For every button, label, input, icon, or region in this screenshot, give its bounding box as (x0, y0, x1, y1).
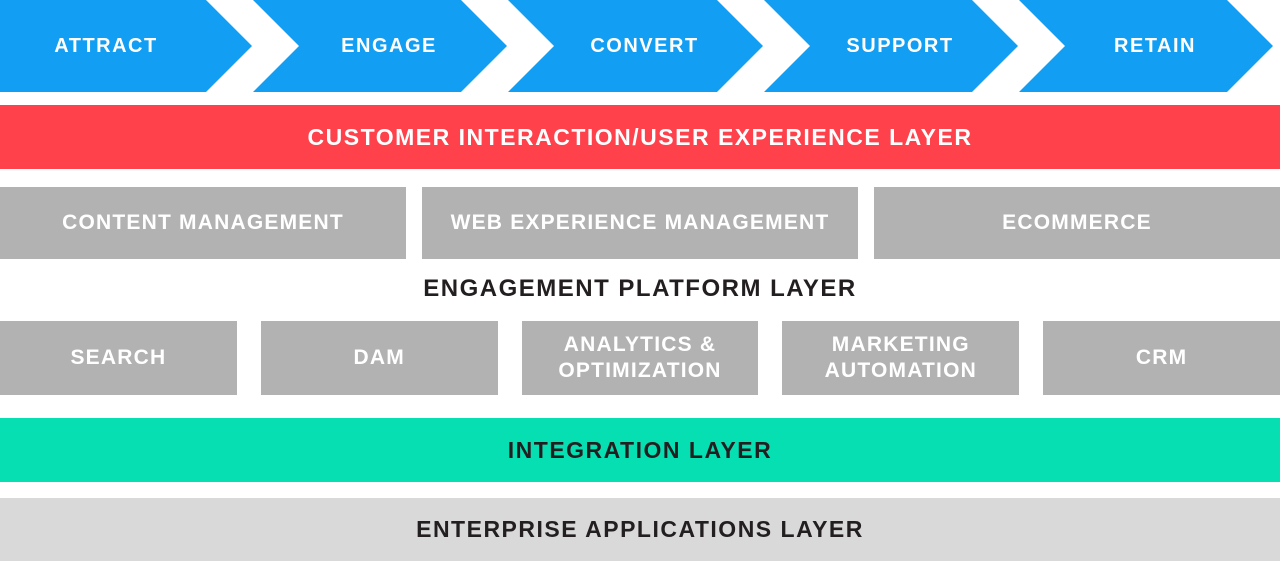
layer-integration: INTEGRATION LAYER (0, 418, 1280, 482)
layer-label: CUSTOMER INTERACTION/USER EXPERIENCE LAY… (307, 123, 973, 150)
layer-enterprise-applications: ENTERPRISE APPLICATIONS LAYER (0, 498, 1280, 561)
box-search: SEARCH (0, 321, 237, 395)
engagement-row-top: CONTENT MANAGEMENT WEB EXPERIENCE MANAGE… (0, 187, 1280, 259)
box-label: MARKETING AUTOMATION (824, 332, 977, 382)
box-label: SEARCH (70, 345, 167, 369)
box-marketing-automation: MARKETING AUTOMATION (782, 321, 1020, 395)
box-ecommerce: ECOMMERCE (874, 187, 1280, 259)
funnel-stage-label: ENGAGE (341, 34, 437, 57)
funnel-stage-support: SUPPORT (764, 0, 1018, 92)
funnel-stage-label: SUPPORT (846, 34, 954, 57)
box-content-management: CONTENT MANAGEMENT (0, 187, 406, 259)
funnel-stage-label: ATTRACT (54, 34, 158, 57)
box-label: CRM (1135, 345, 1188, 369)
box-web-experience-management: WEB EXPERIENCE MANAGEMENT (422, 187, 858, 259)
funnel-band: ATTRACT ENGAGE CONVERT SUPPORT RETAIN (0, 0, 1280, 92)
layer-label: INTEGRATION LAYER (507, 436, 773, 463)
funnel-stage-attract: ATTRACT (0, 0, 252, 92)
funnel-stage-engage: ENGAGE (253, 0, 507, 92)
box-analytics-optimization: ANALYTICS & OPTIMIZATION (521, 321, 759, 395)
funnel-stage-label: RETAIN (1114, 34, 1196, 57)
layer-customer-interaction: CUSTOMER INTERACTION/USER EXPERIENCE LAY… (0, 105, 1280, 169)
box-dam: DAM (260, 321, 498, 395)
layer-label: ENTERPRISE APPLICATIONS LAYER (416, 516, 864, 542)
funnel-stage-retain: RETAIN (1019, 0, 1273, 92)
box-label: ANALYTICS & OPTIMIZATION (558, 332, 722, 382)
funnel-stage-label: CONVERT (590, 34, 699, 57)
box-label: WEB EXPERIENCE MANAGEMENT (450, 210, 830, 234)
engagement-row-bottom: SEARCH DAM ANALYTICS & OPTIMIZATION MARK… (0, 321, 1280, 395)
box-label: ECOMMERCE (1002, 210, 1152, 234)
box-crm: CRM (1043, 321, 1280, 395)
funnel-stage-convert: CONVERT (508, 0, 763, 92)
box-label: DAM (353, 345, 405, 369)
engagement-platform-heading: ENGAGEMENT PLATFORM LAYER (423, 275, 857, 302)
box-label: CONTENT MANAGEMENT (62, 210, 344, 234)
